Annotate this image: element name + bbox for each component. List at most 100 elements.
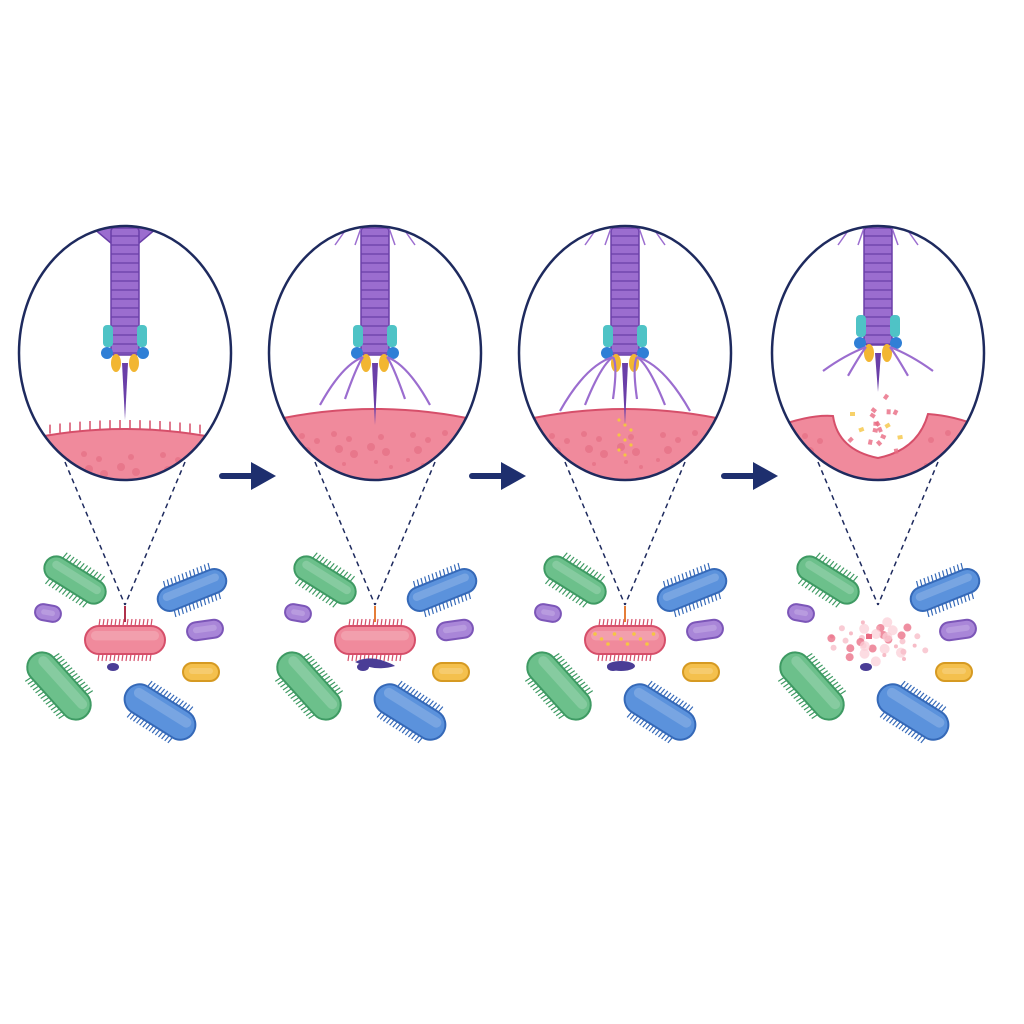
phage-fringe: [891, 227, 899, 246]
stage-panel-injection: [517, 224, 733, 744]
collar-protein: [379, 354, 389, 372]
injected-dna: [607, 661, 635, 671]
cell-fragment: [899, 638, 906, 645]
tail-fiber: [611, 356, 617, 400]
cell-fragment: [893, 644, 898, 649]
phage-particle: [599, 637, 604, 641]
cell-fragment: [866, 634, 872, 639]
stage-panel-lysis: [770, 224, 986, 744]
cell-fragment: [897, 434, 903, 440]
injected-particle: [623, 453, 627, 457]
bacterium-blue: [656, 562, 728, 618]
bacterium-blue: [909, 562, 981, 618]
cell-fragment: [848, 631, 853, 636]
cell-fragment: [860, 620, 865, 625]
cell-fragment: [869, 412, 876, 419]
bacterium-blue-large: [876, 680, 950, 744]
collar-protein: [103, 325, 113, 347]
injected-dna: [355, 658, 395, 669]
cell-fragment: [827, 634, 836, 643]
cell-fragment: [903, 623, 912, 632]
tail-fiber: [319, 355, 364, 406]
collar-protein: [101, 347, 113, 359]
target-bacterium: [84, 618, 166, 662]
cell-fragment: [846, 644, 855, 653]
bacterium-blue: [156, 562, 228, 618]
tail-needle: [372, 363, 378, 425]
collar-protein: [856, 315, 866, 337]
cell-fragment: [902, 657, 906, 662]
collar-protein: [601, 347, 613, 359]
cell-fragment: [914, 633, 921, 640]
cell-fragment: [887, 625, 898, 636]
zoom-circle-outline: [517, 224, 733, 482]
cell-fragment: [876, 625, 880, 630]
phage-tail: [360, 227, 390, 356]
cell-fragment: [859, 641, 870, 652]
collar-protein: [882, 344, 892, 362]
collar-protein: [637, 325, 647, 347]
zoom-guide-left: [314, 461, 376, 606]
bacterium-purple-small: [787, 603, 815, 623]
phage-particle: [612, 632, 617, 636]
cell-fragment: [850, 412, 855, 416]
bacterium-green: [543, 552, 607, 608]
collar-protein: [129, 354, 139, 372]
injected-particle: [617, 433, 621, 437]
bacterium-green-large: [524, 651, 594, 721]
tail-needle: [122, 363, 128, 420]
bacterium-yellow: [182, 662, 220, 682]
cell-fragment: [867, 439, 873, 446]
tail-fiber: [822, 345, 867, 372]
bacterium-green-large: [274, 651, 344, 721]
collar-protein: [351, 347, 363, 359]
zoom-circle-outline: [17, 224, 233, 482]
phage-particle: [638, 637, 643, 641]
cell-fragment: [858, 426, 865, 433]
phage: [559, 227, 691, 425]
zoom-guide-left: [564, 461, 626, 606]
cell-fragment: [859, 648, 870, 659]
bacterium-green: [43, 552, 107, 608]
bacterium-yellow: [682, 662, 720, 682]
cell-fragment: [884, 422, 891, 429]
phage-particle: [645, 642, 649, 646]
bacterium-purple: [436, 618, 474, 642]
bacterium-green-large: [24, 651, 94, 721]
cell-fragment: [922, 647, 929, 654]
collar-protein: [353, 325, 363, 347]
step-arrow-2: [469, 462, 526, 490]
collar-protein: [603, 325, 613, 347]
phage-particle: [619, 637, 623, 641]
step-arrow-1: [219, 462, 276, 490]
cell-fragment: [842, 637, 849, 644]
injected-particle: [629, 443, 633, 447]
cell-fragment: [873, 421, 879, 427]
debris-dot: [107, 663, 119, 671]
cell-fragment: [882, 653, 887, 658]
bacterium-green: [293, 552, 357, 608]
zoom-guide-left: [64, 461, 126, 606]
tail-fiber: [633, 356, 639, 400]
tail-fiber: [847, 346, 867, 377]
cell-fragment: [900, 648, 907, 655]
bacterium-purple-small: [284, 603, 312, 623]
tail-fiber: [386, 355, 431, 406]
cell-fragment: [879, 643, 890, 654]
cell-fragment: [912, 643, 917, 648]
phage-tail: [110, 227, 140, 356]
cell-fragment: [868, 644, 877, 653]
collar-protein: [387, 325, 397, 347]
cell-fragment: [893, 448, 899, 454]
collar-protein: [387, 347, 399, 359]
tail-fiber: [559, 355, 614, 412]
collar-protein: [890, 337, 902, 349]
phage-fringe: [354, 227, 362, 246]
cell-fragment: [847, 436, 854, 443]
target-bacterium: [334, 618, 416, 662]
cell-fragment: [859, 623, 870, 634]
phage-particle: [651, 632, 656, 636]
zoom-circle-outline: [770, 224, 986, 482]
cell-fragment: [882, 631, 893, 642]
